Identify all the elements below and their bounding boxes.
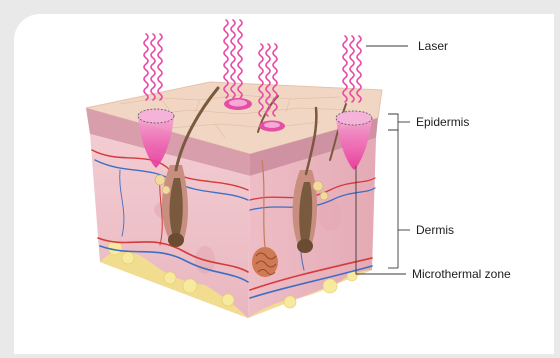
label-epidermis: Epidermis: [416, 115, 469, 129]
label-laser: Laser: [418, 39, 448, 53]
label-microthermal-zone: Microthermal zone: [412, 267, 511, 281]
label-dermis: Dermis: [416, 223, 454, 237]
